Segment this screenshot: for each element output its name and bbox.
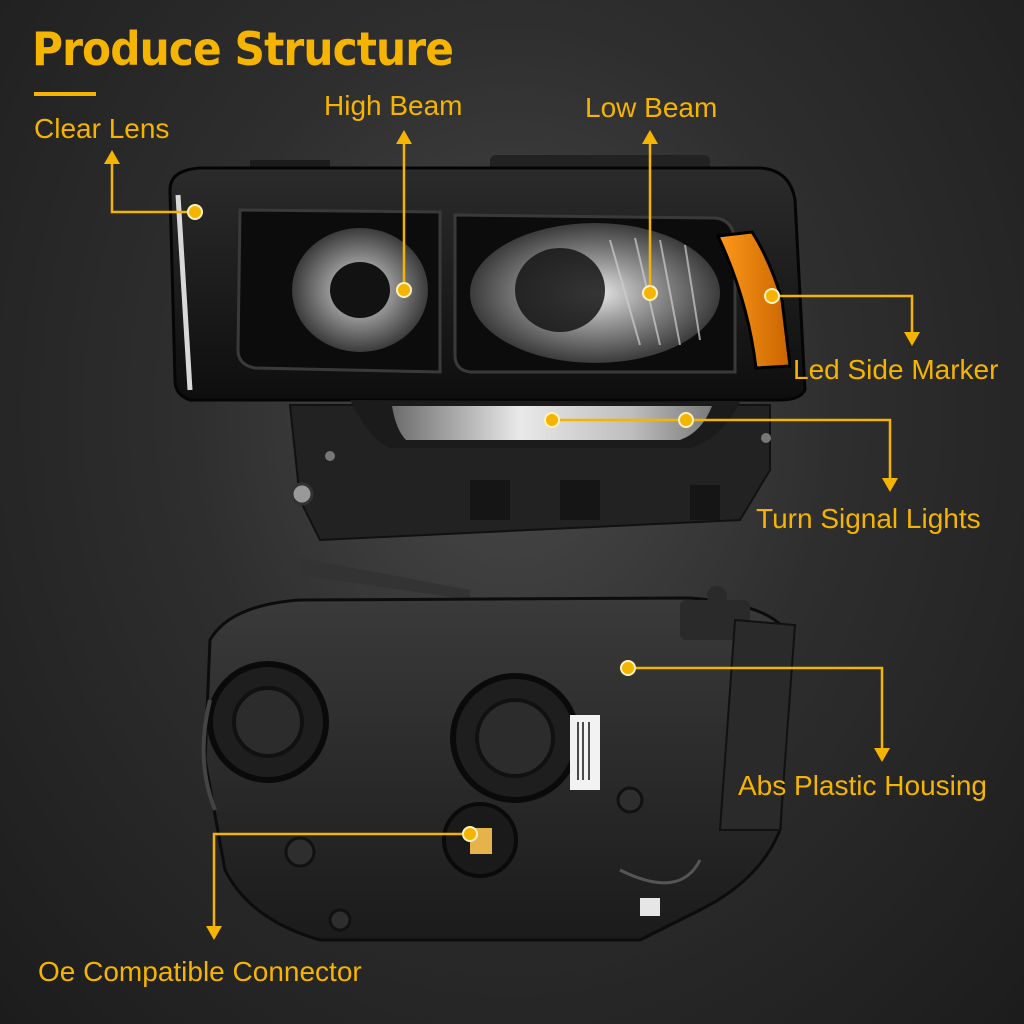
title-underline — [34, 92, 96, 96]
label-low-beam: Low Beam — [585, 92, 718, 123]
headlight-rear-view — [201, 558, 797, 942]
label-clear-lens: Clear Lens — [34, 113, 170, 144]
headlight-front-view — [168, 155, 807, 542]
label-led-side-marker: Led Side Marker — [793, 354, 999, 385]
callout-arrowheads — [104, 130, 920, 940]
label-abs-plastic-housing: Abs Plastic Housing — [738, 770, 988, 801]
callout-lines — [110, 140, 914, 930]
page-title: Produce Structure — [32, 22, 454, 76]
label-turn-signal-lights: Turn Signal Lights — [756, 503, 981, 534]
label-oe-compatible-connector: Oe Compatible Connector — [38, 956, 362, 987]
callout-dots — [187, 204, 780, 842]
label-high-beam: High Beam — [324, 90, 463, 121]
